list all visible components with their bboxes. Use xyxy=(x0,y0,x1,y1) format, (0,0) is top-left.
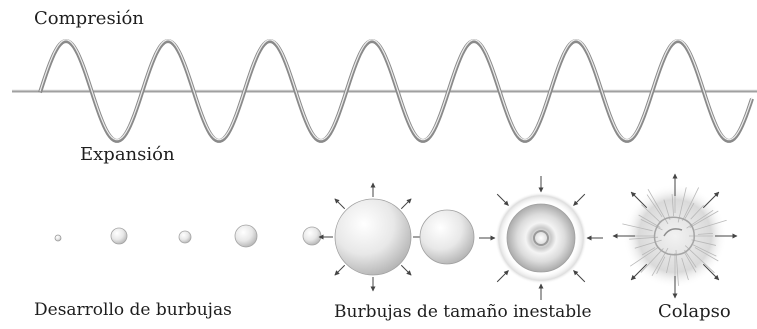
bubble-icon xyxy=(234,224,258,248)
pressure-arrow-icon xyxy=(702,191,720,209)
burst-ray xyxy=(692,244,717,257)
pressure-arrow-icon xyxy=(334,264,346,276)
pressure-arrow-icon xyxy=(400,198,412,210)
bubble-icon xyxy=(54,234,62,242)
burst-ray xyxy=(634,239,662,249)
burst-ray xyxy=(682,187,700,221)
burst-ray xyxy=(663,199,671,220)
burst-ray xyxy=(671,194,675,217)
burst-ray xyxy=(656,256,666,274)
burst-ray xyxy=(640,248,664,273)
collapse-label: Colapso xyxy=(658,301,731,322)
burst-ray xyxy=(630,246,659,267)
bubble-icon xyxy=(178,230,192,244)
burst-ray xyxy=(666,255,671,274)
collapse-stage xyxy=(612,173,738,299)
pressure-arrow-icon xyxy=(573,193,586,206)
bubble-icon xyxy=(110,227,128,245)
pressure-arrows xyxy=(479,176,603,300)
burst-ray xyxy=(647,189,669,225)
pressure-arrow-icon xyxy=(334,198,346,210)
imploding-bubble-icon xyxy=(506,203,576,273)
burst-ray xyxy=(691,239,717,246)
burst-ray xyxy=(684,202,695,219)
large-bubble-icon xyxy=(419,209,475,265)
burst-ray xyxy=(629,236,659,240)
collapsed-bubble-fragment xyxy=(663,228,683,237)
burst-ray xyxy=(640,218,663,231)
collapsed-bubble-fragment xyxy=(653,216,695,256)
burst-arrows xyxy=(612,173,738,299)
burst-ray xyxy=(646,194,663,218)
burst-ray xyxy=(638,214,661,228)
pressure-arrow-icon xyxy=(400,264,412,276)
burst-ray xyxy=(684,249,697,268)
compression-label: Compresión xyxy=(34,8,144,29)
burst-rays xyxy=(622,187,727,290)
burst-ray xyxy=(690,205,704,220)
burst-ray xyxy=(697,232,713,235)
pressure-arrow-icon xyxy=(496,270,509,283)
collapse-burst-glow xyxy=(623,184,727,288)
bubble-icon xyxy=(302,226,322,246)
pressure-arrow-icon xyxy=(573,270,586,283)
wave-path-highlight xyxy=(39,39,753,141)
pressure-arrow-icon xyxy=(702,263,720,281)
unstable-bubble-stage xyxy=(318,176,603,300)
burst-ray xyxy=(694,247,719,262)
pressure-arrow-icon xyxy=(496,193,509,206)
burst-ray xyxy=(622,223,653,232)
burst-ray xyxy=(677,187,687,223)
burst-ray xyxy=(684,253,697,273)
burst-ray xyxy=(675,249,679,286)
expansion-label: Expansión xyxy=(80,144,175,165)
bubble-growth-label: Desarrollo de burbujas xyxy=(34,300,232,320)
bubble-growth-stage xyxy=(54,224,322,248)
pressure-arrow-icon xyxy=(630,191,648,209)
burst-ray xyxy=(641,204,661,223)
burst-ray xyxy=(641,247,656,256)
bubble-core xyxy=(533,230,549,246)
sound-wave xyxy=(12,38,757,143)
burst-ray xyxy=(681,257,689,281)
burst-ray xyxy=(684,245,715,274)
burst-ray xyxy=(694,219,727,231)
unstable-size-label: Burbujas de tamaño inestable xyxy=(334,302,592,322)
large-bubble-icon xyxy=(334,198,412,276)
pressure-arrow-icon xyxy=(630,263,648,281)
burst-ray xyxy=(689,210,719,228)
